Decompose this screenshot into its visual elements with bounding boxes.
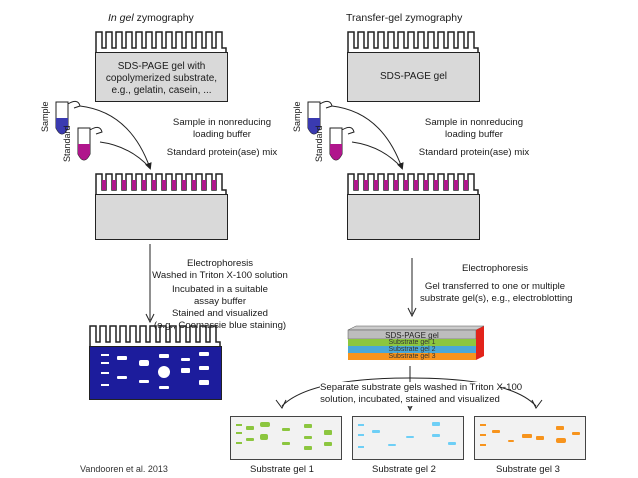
- left-sample-tube: [55, 100, 81, 135]
- substrate-gel-2-caption: Substrate gel 2: [372, 464, 436, 475]
- left-tube-sample-label: Sample: [40, 101, 50, 132]
- right-step3-line-1: Gel transferred to one or multiple: [424, 281, 566, 292]
- right-step4-line-1: Separate substrate gels washed in Triton…: [320, 382, 523, 393]
- citation-credit: Vandooren et al. 2013: [80, 464, 168, 474]
- substrate-gel-1-caption: Substrate gel 1: [250, 464, 314, 475]
- left-gel-1-text-line-1: SDS-PAGE gel with: [117, 61, 206, 72]
- right-stack-layer-1: Substrate gel 1: [388, 339, 436, 346]
- right-step1-line-1: Sample in nonreducing: [424, 117, 524, 128]
- left-step2-line-1: Electrophoresis: [186, 258, 254, 269]
- left-tubes: [55, 100, 103, 161]
- right-gel-stack: [347, 325, 485, 360]
- left-gel-2-wells: [102, 180, 216, 190]
- right-gel-1: [347, 52, 480, 102]
- right-step4-line-2: solution, incubated, stained and visuali…: [320, 394, 500, 405]
- left-step1-line-3: Standard protein(ase) mix: [166, 147, 278, 158]
- left-standard-tube: [77, 126, 103, 161]
- left-step1-label: Sample in nonreducing loading buffer Sta…: [152, 117, 292, 159]
- left-step1-line-2: loading buffer: [193, 129, 251, 140]
- left-process-arrow: [145, 244, 155, 324]
- right-tubes: [307, 100, 355, 161]
- left-step1-line-1: Sample in nonreducing: [172, 117, 272, 128]
- left-gel-1-text-line-2: copolymerized substrate,: [105, 73, 218, 84]
- left-step2-line-2: Washed in Triton X-100 solution: [152, 270, 288, 281]
- left-step3-line-2: assay buffer: [193, 296, 247, 307]
- right-stack-layer-3: Substrate gel 3: [388, 353, 436, 360]
- left-title-rest: zymography: [133, 12, 194, 24]
- right-step1-line-3: Standard protein(ase) mix: [418, 147, 530, 158]
- right-step4-label: Separate substrate gels washed in Triton…: [320, 382, 523, 406]
- right-gel-1-text: SDS-PAGE gel: [379, 71, 448, 82]
- left-gel-2: [95, 194, 228, 240]
- right-step1-line-2: loading buffer: [445, 129, 503, 140]
- right-stack-layer-sds: SDS-PAGE gel: [385, 331, 439, 340]
- left-loading-arrows: [79, 105, 152, 170]
- right-title: Transfer-gel zymography: [346, 12, 463, 24]
- right-step1-label: Sample in nonreducing loading buffer Sta…: [404, 117, 544, 159]
- substrate-gel-3-caption: Substrate gel 3: [496, 464, 560, 475]
- left-gel-1-text-line-3: e.g., gelatin, casein, ...: [111, 85, 212, 96]
- right-tube-sample-label: Sample: [292, 101, 302, 132]
- right-step2-label: Electrophoresis: [461, 263, 529, 274]
- left-step3-line-1: Incubated in a suitable: [171, 284, 268, 295]
- left-gel-1: [95, 52, 228, 102]
- left-step3-label: Incubated in a suitable assay buffer Sta…: [150, 284, 290, 332]
- left-stained-bands: [101, 352, 209, 389]
- substrate-gel-3-bands: [480, 424, 580, 446]
- substrate-gel-1-bands: [236, 422, 332, 450]
- right-stack-layer-2: Substrate gel 2: [388, 346, 436, 353]
- left-gel-2-comb: [95, 173, 227, 196]
- right-process-arrow: [407, 258, 417, 318]
- left-gel-1-comb: [95, 31, 227, 54]
- right-standard-tube: [329, 126, 355, 161]
- left-step2-label: Electrophoresis Washed in Triton X-100 s…: [150, 258, 290, 282]
- right-gel-2: [347, 194, 480, 240]
- left-gel-3-comb: [89, 325, 221, 348]
- right-sample-tube: [307, 100, 333, 135]
- left-step3-line-4: (e.g., Coomassie blue staining): [153, 320, 287, 331]
- right-step3-line-2: substrate gel(s), e.g., electroblotting: [420, 293, 573, 304]
- substrate-gel-2-bands: [358, 422, 456, 448]
- right-gel-2-wells: [354, 180, 468, 190]
- left-step3-line-3: Stained and visualized: [171, 308, 268, 319]
- right-step3-label: Gel transferred to one or multiple subst…: [420, 281, 573, 305]
- right-gel-1-comb: [347, 31, 479, 54]
- left-title-italic: In gel: [108, 12, 134, 24]
- right-loading-arrows: [331, 105, 404, 170]
- left-title: In gel zymography: [108, 12, 194, 24]
- left-gel-1-text: SDS-PAGE gel with copolymerized substrat…: [95, 61, 228, 97]
- right-gel-2-comb: [347, 173, 479, 196]
